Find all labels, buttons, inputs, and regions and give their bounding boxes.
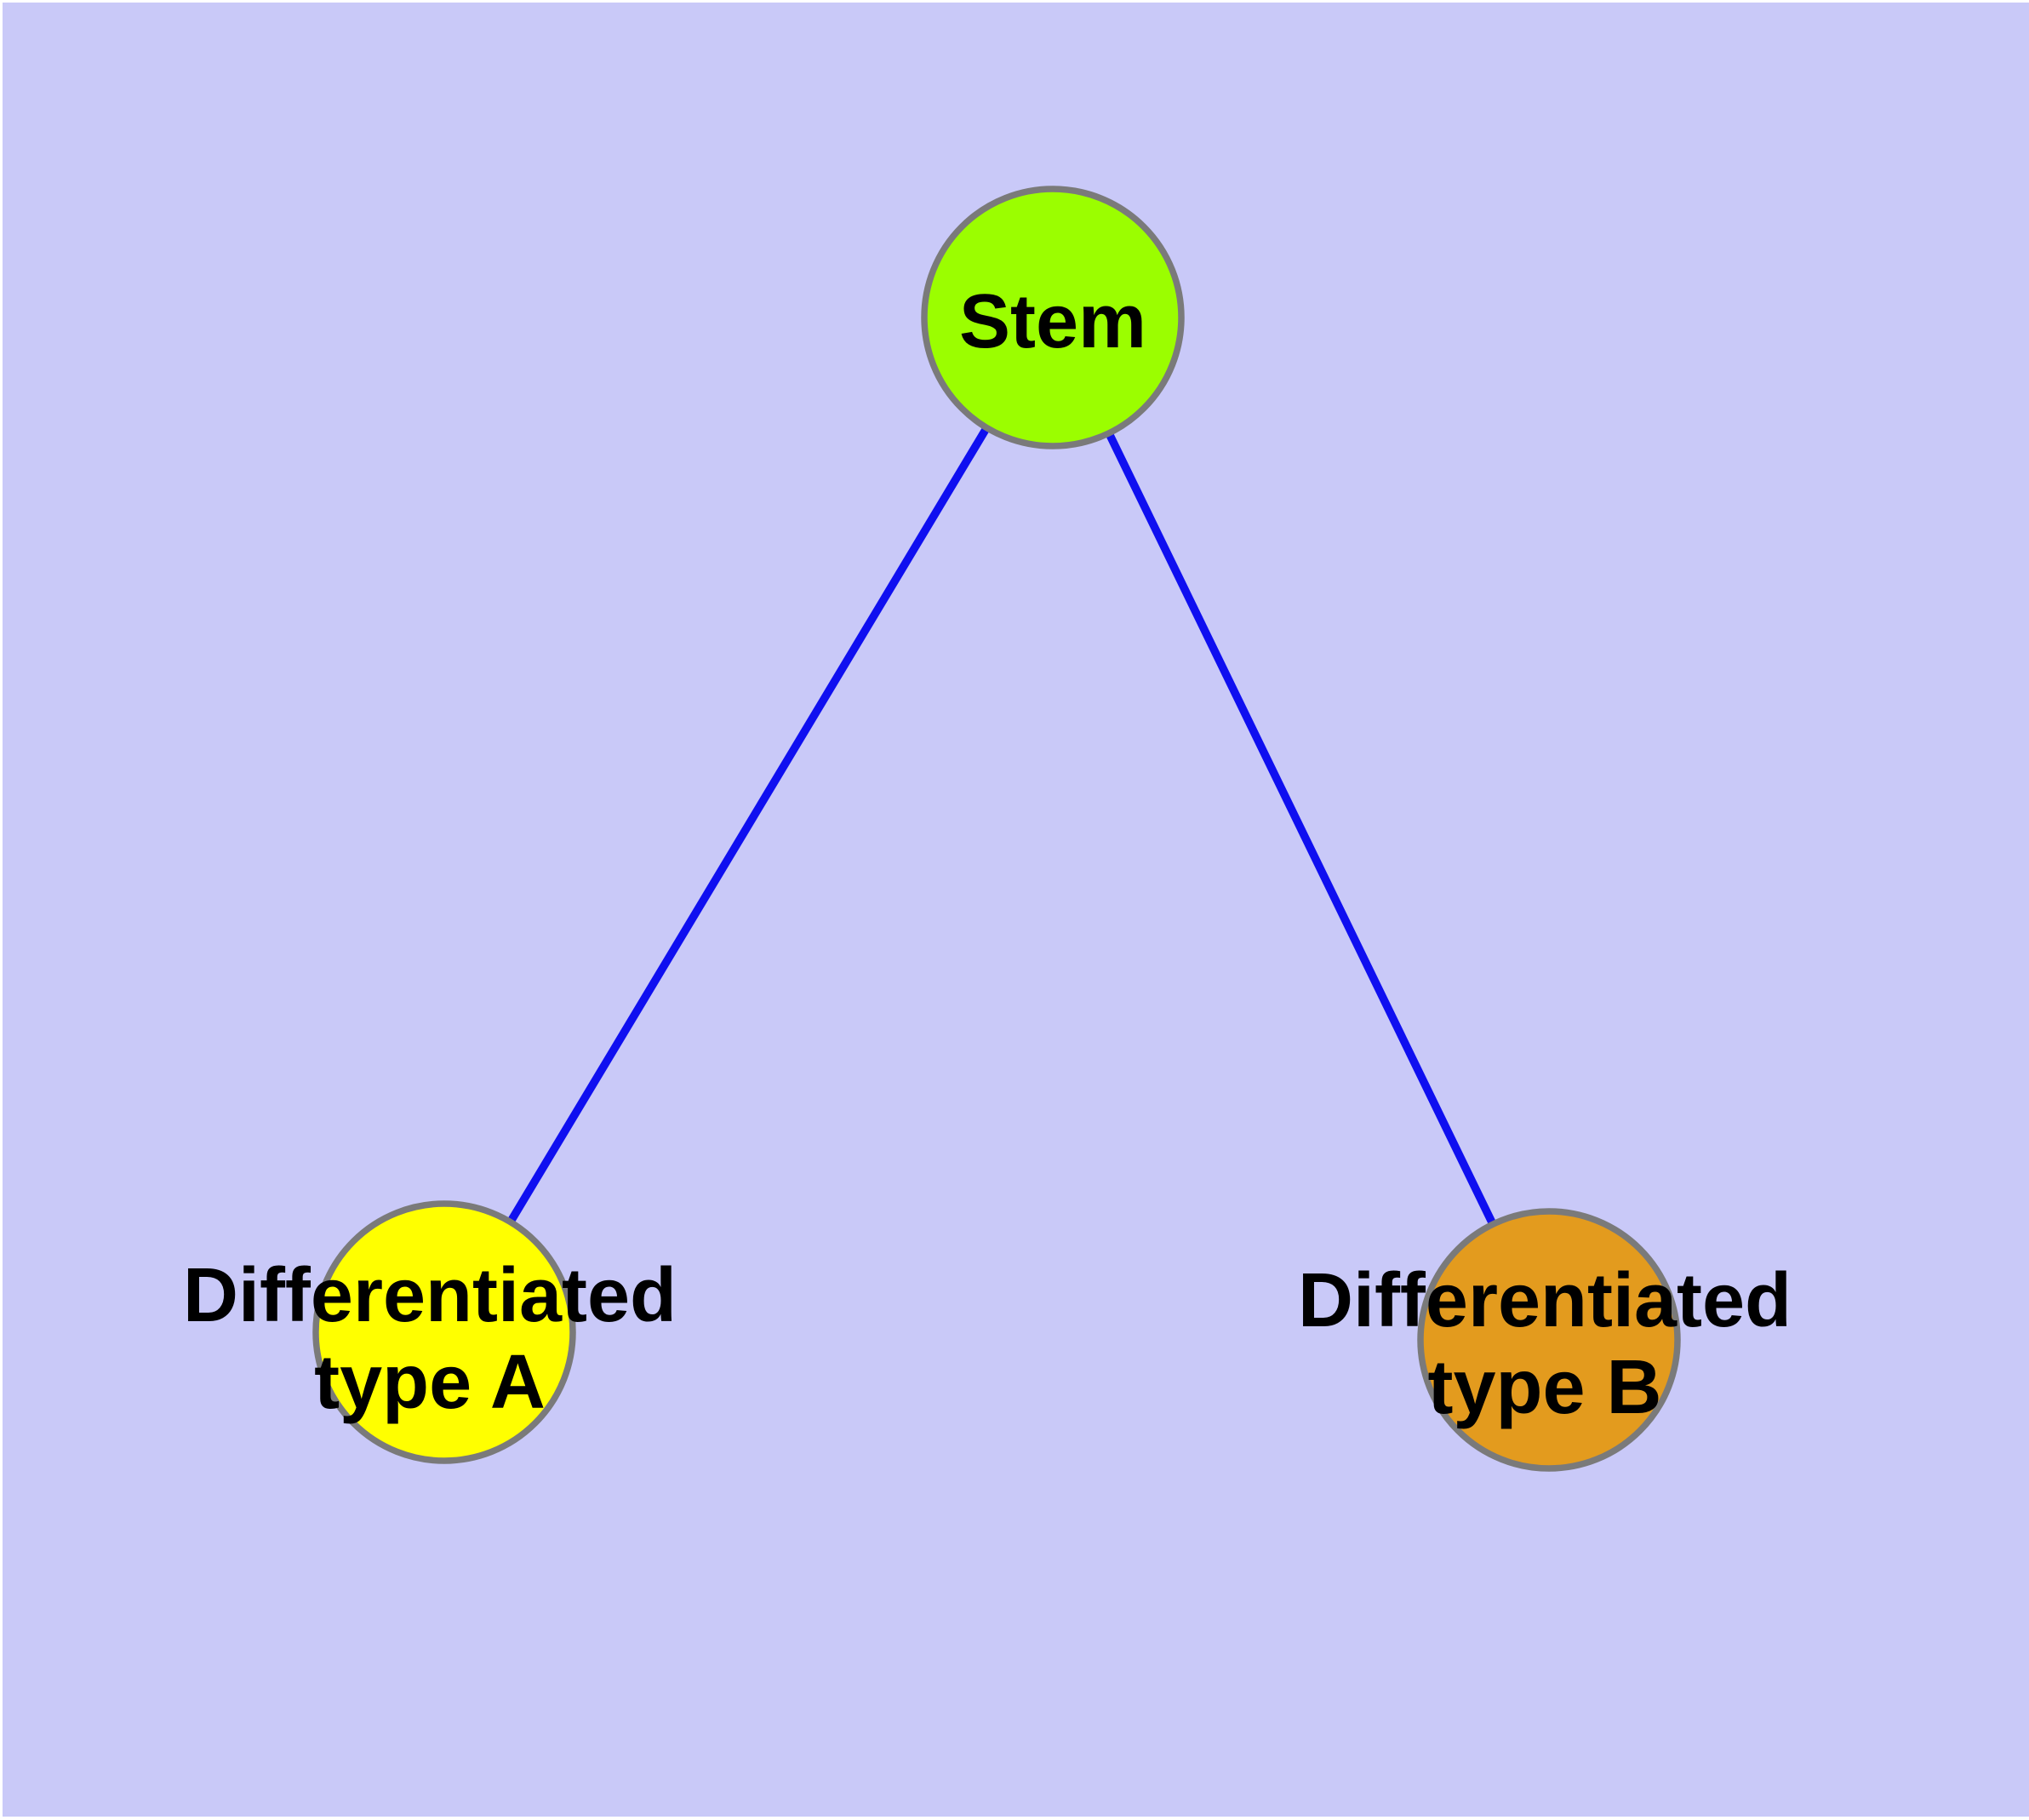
node-stem-circle[interactable]	[921, 186, 1185, 449]
node-labels: Stem Differentiated type A Differentiate…	[183, 279, 1792, 1430]
node-type-b-label-line1: Differentiated	[1298, 1258, 1792, 1343]
edge-stem-to-type-a	[440, 315, 1057, 1335]
node-stem-label: Stem	[959, 279, 1146, 364]
node-type-a-label-line2: type A	[314, 1340, 546, 1425]
node-type-a-label-line1: Differentiated	[183, 1253, 677, 1338]
node-type-b-label-line2: type B	[1427, 1345, 1661, 1430]
node-type-a-circle[interactable]	[312, 1200, 576, 1464]
node-type-b-circle[interactable]	[1417, 1208, 1681, 1472]
nodes	[312, 186, 1681, 1472]
edge-stem-to-type-b	[1049, 315, 1553, 1342]
edges	[440, 315, 1553, 1342]
